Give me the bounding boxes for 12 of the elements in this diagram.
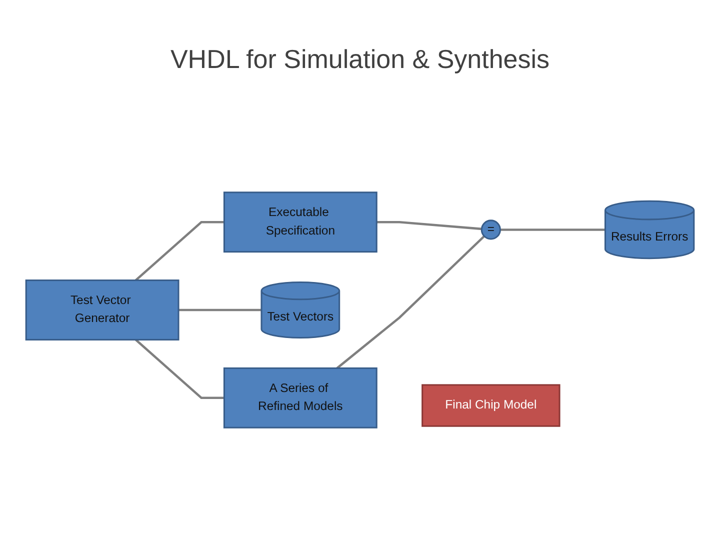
node-circle: =	[480, 220, 501, 240]
connector	[178, 308, 262, 312]
title: VHDL for Simulation & Synthesis	[170, 44, 550, 75]
node-box: A Series of Refined Models	[223, 367, 378, 428]
connector	[500, 228, 606, 231]
node-box: Executable Specification	[223, 192, 378, 253]
node-box: Test Vector Generator	[25, 280, 180, 340]
connector	[135, 338, 224, 400]
connector	[336, 235, 486, 370]
connector	[376, 220, 482, 230]
node-box: Final Chip Model	[422, 384, 560, 427]
connector	[135, 220, 224, 282]
